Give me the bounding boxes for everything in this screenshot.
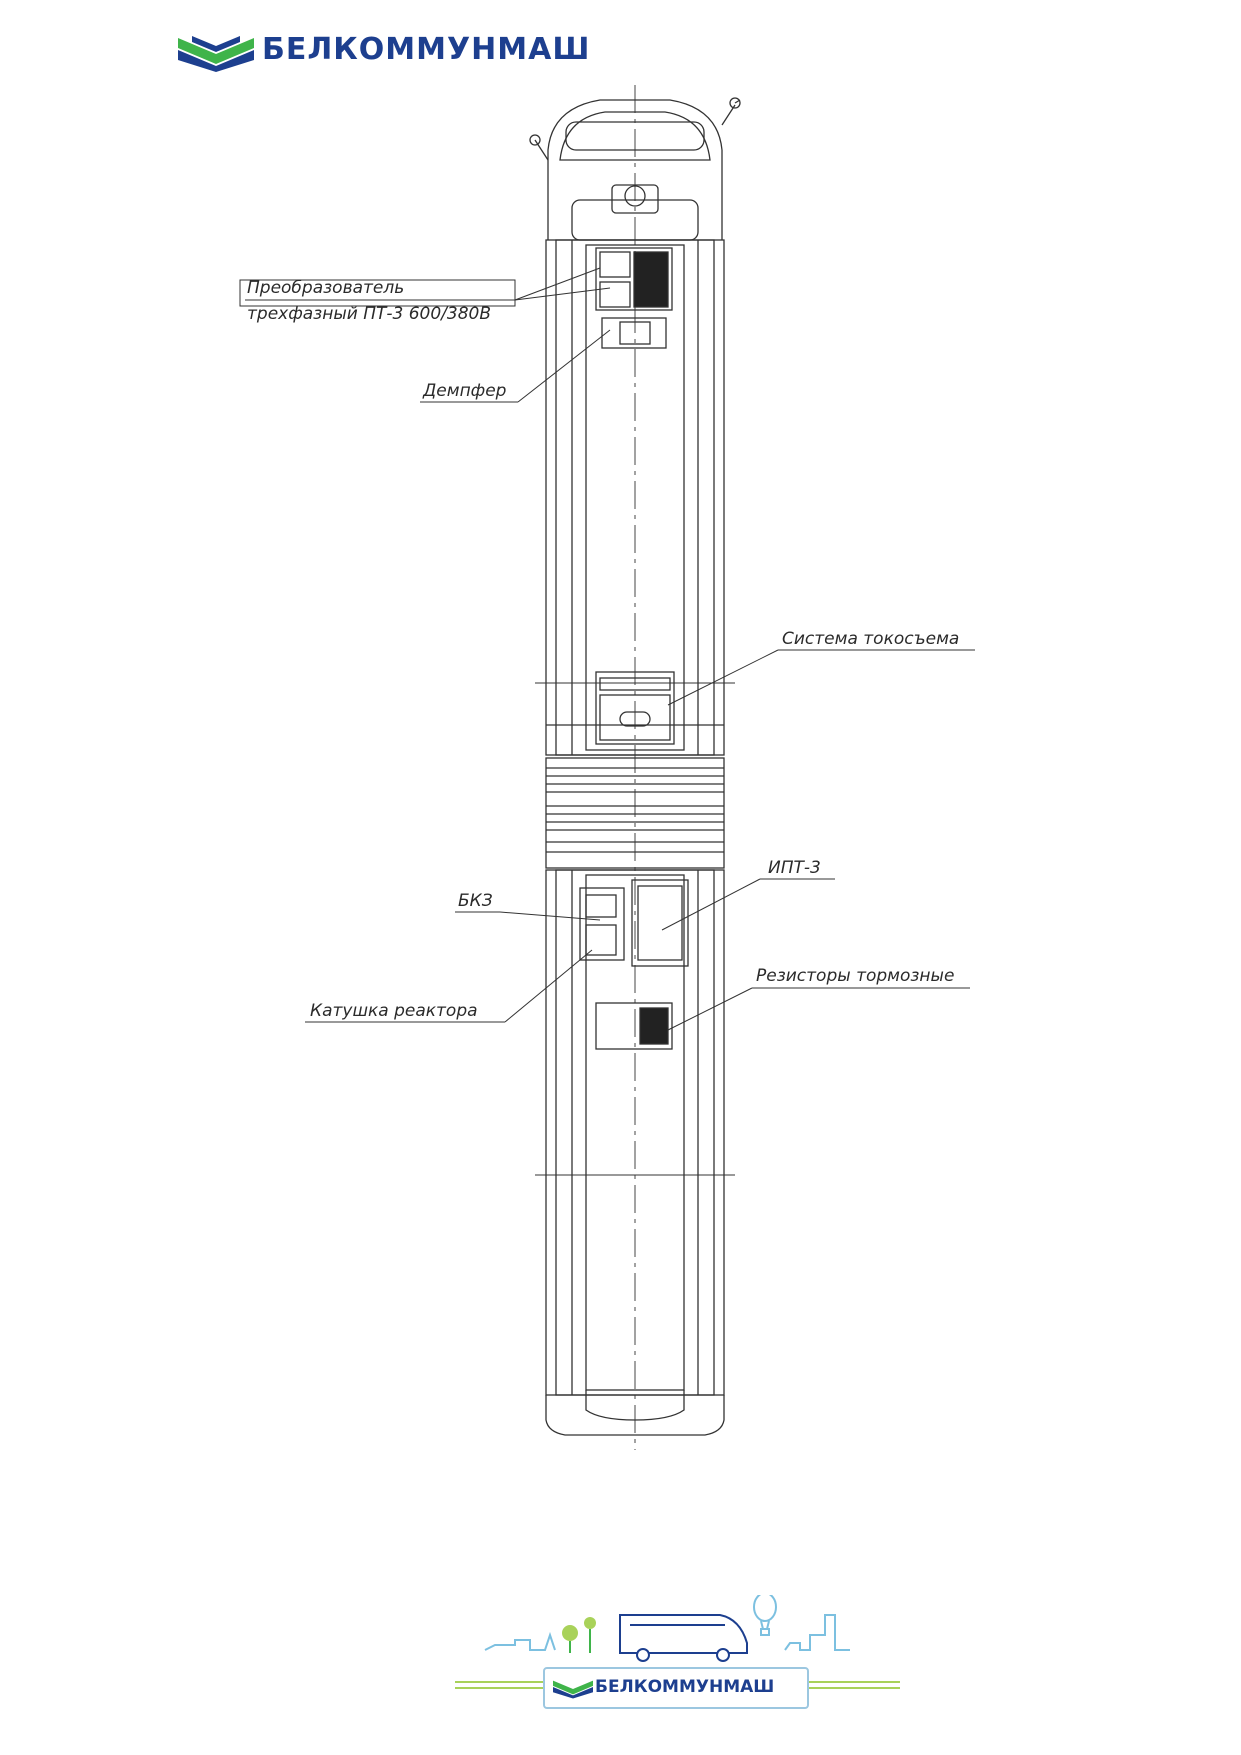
city-skyline-right: [784, 1614, 850, 1651]
damper: [601, 317, 667, 349]
brand-name: БЕЛКОММУНМАШ: [262, 32, 591, 67]
label-bkz: БКЗ: [458, 891, 493, 911]
footer-brand-name: БЕЛКОММУНМАШ: [595, 1677, 775, 1697]
label-ipt3: ИПТ-3: [768, 858, 821, 878]
front-cab: [547, 99, 723, 240]
label-brake-resistors: Резисторы тормозные: [756, 966, 955, 986]
label-converter-line2: трехфазный ПТ-3 600/380В: [247, 304, 492, 324]
label-damper: Демпфер: [423, 381, 507, 401]
bus-icon: [619, 1614, 748, 1662]
ipt3-unit: [631, 879, 689, 967]
label-converter-line1: Преобразователь: [247, 278, 405, 298]
brake-resistors: [595, 1002, 673, 1050]
header-logo: БЕЛКОММУНМАШ: [178, 30, 598, 74]
current-collection-system: [595, 671, 675, 745]
label-reactor-coil: Катушка реактора: [310, 1001, 478, 1021]
balloon-icon: [753, 1595, 777, 1636]
logo-chevron-icon: [178, 36, 254, 72]
articulation-joint: [545, 757, 725, 869]
footer-illustration: БЕЛКОММУНМАШ: [455, 1595, 900, 1725]
logo-chevron-icon: [553, 1680, 593, 1699]
bkz-unit: [579, 887, 625, 961]
label-current-collection: Система токосъема: [782, 629, 960, 649]
converter-pt3: [595, 247, 673, 311]
tree-icon: [562, 1617, 596, 1653]
footer-brand-box: БЕЛКОММУНМАШ: [543, 1667, 809, 1709]
city-skyline-left: [484, 1631, 556, 1651]
